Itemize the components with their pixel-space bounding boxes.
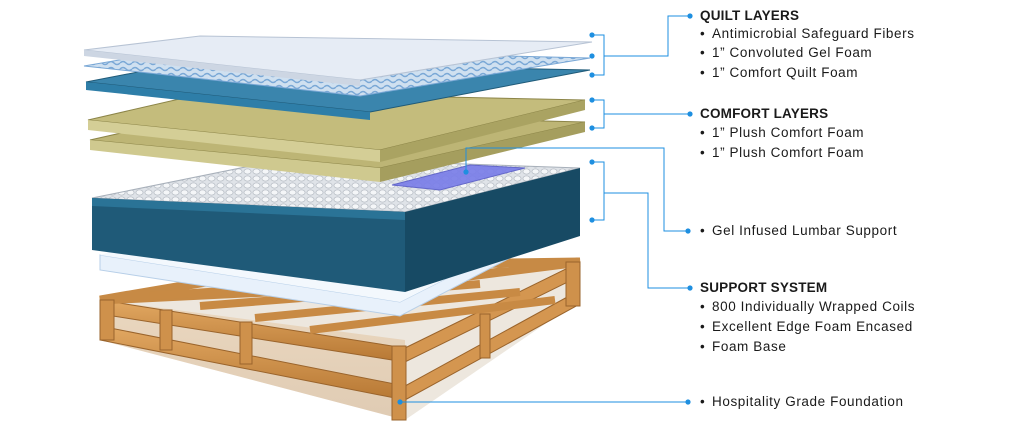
quilt-item-3: •1” Comfort Quilt Foam (700, 65, 859, 80)
quilt-item-1: •Antimicrobial Safeguard Fibers (700, 26, 915, 41)
quilt-bracket (592, 15, 690, 76)
support-item-1: •800 Individually Wrapped Coils (700, 299, 916, 314)
comfort-bracket (592, 99, 690, 129)
quilt-layers-illustration (83, 35, 593, 120)
comfort-item-1: •1” Plush Comfort Foam (700, 125, 865, 140)
support-item-3: •Foam Base (700, 339, 787, 354)
support-bracket (592, 161, 690, 289)
support-item-2: •Excellent Edge Foam Encased (700, 319, 913, 334)
lumbar-leader (465, 147, 688, 232)
foundation-item: •Hospitality Grade Foundation (700, 394, 904, 409)
coil-unit-illustration (91, 157, 581, 292)
comfort-layers-heading: COMFORT LAYERS (700, 106, 829, 121)
support-system-heading: SUPPORT SYSTEM (700, 280, 828, 295)
comfort-item-2: •1” Plush Comfort Foam (700, 145, 865, 160)
leader-lines (400, 15, 690, 403)
lumbar-item: •Gel Infused Lumbar Support (700, 223, 898, 238)
comfort-layers-illustration (87, 91, 586, 182)
leader-dots (397, 13, 693, 405)
quilt-layers-heading: QUILT LAYERS (700, 8, 800, 23)
quilt-item-2: •1” Convoluted Gel Foam (700, 45, 873, 60)
lumbar-support-pad (391, 164, 526, 191)
